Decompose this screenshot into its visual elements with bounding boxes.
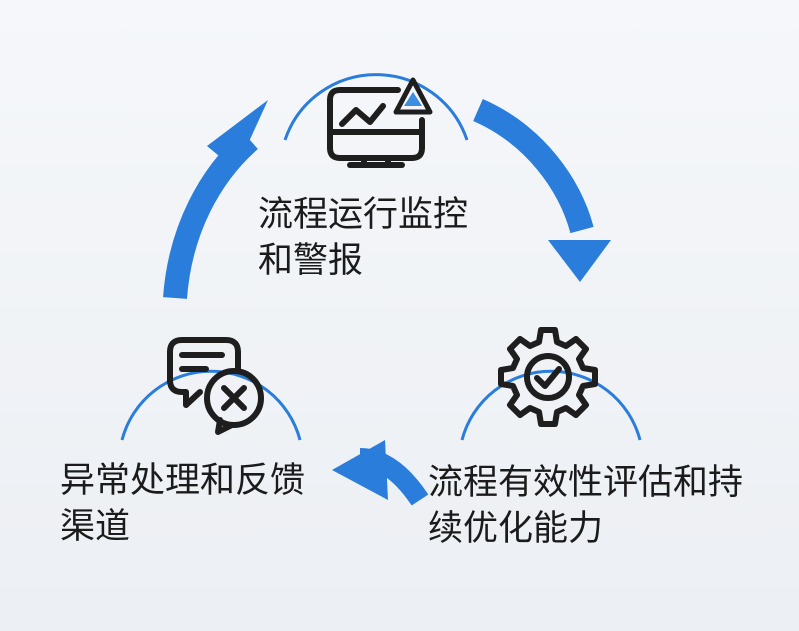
arrow-left-to-top — [163, 100, 268, 300]
node-label-top: 流程运行监控 和警报 — [258, 192, 468, 284]
node-label-right: 流程有效性评估和持 续优化能力 — [428, 460, 743, 552]
left-circle-outline — [120, 369, 302, 441]
top-circle-outline — [283, 73, 469, 141]
node-label-right-line1: 流程有效性评估和持 — [428, 463, 744, 503]
arrow-right-to-left — [332, 440, 429, 506]
arrow-top-to-right — [472, 99, 611, 282]
right-circle-outline — [460, 369, 642, 441]
gear-check-icon — [498, 327, 598, 427]
node-label-top-line2: 和警报 — [258, 241, 364, 281]
node-label-top-line1: 流程运行监控 — [258, 195, 469, 235]
chat-error-icon — [167, 337, 264, 435]
node-label-left-line2: 渠道 — [60, 507, 131, 547]
monitor-alert-icon — [327, 77, 433, 168]
node-label-left: 异常处理和反馈 渠道 — [60, 458, 305, 550]
node-label-right-line2: 续优化能力 — [428, 509, 604, 549]
node-label-left-line1: 异常处理和反馈 — [60, 461, 306, 501]
